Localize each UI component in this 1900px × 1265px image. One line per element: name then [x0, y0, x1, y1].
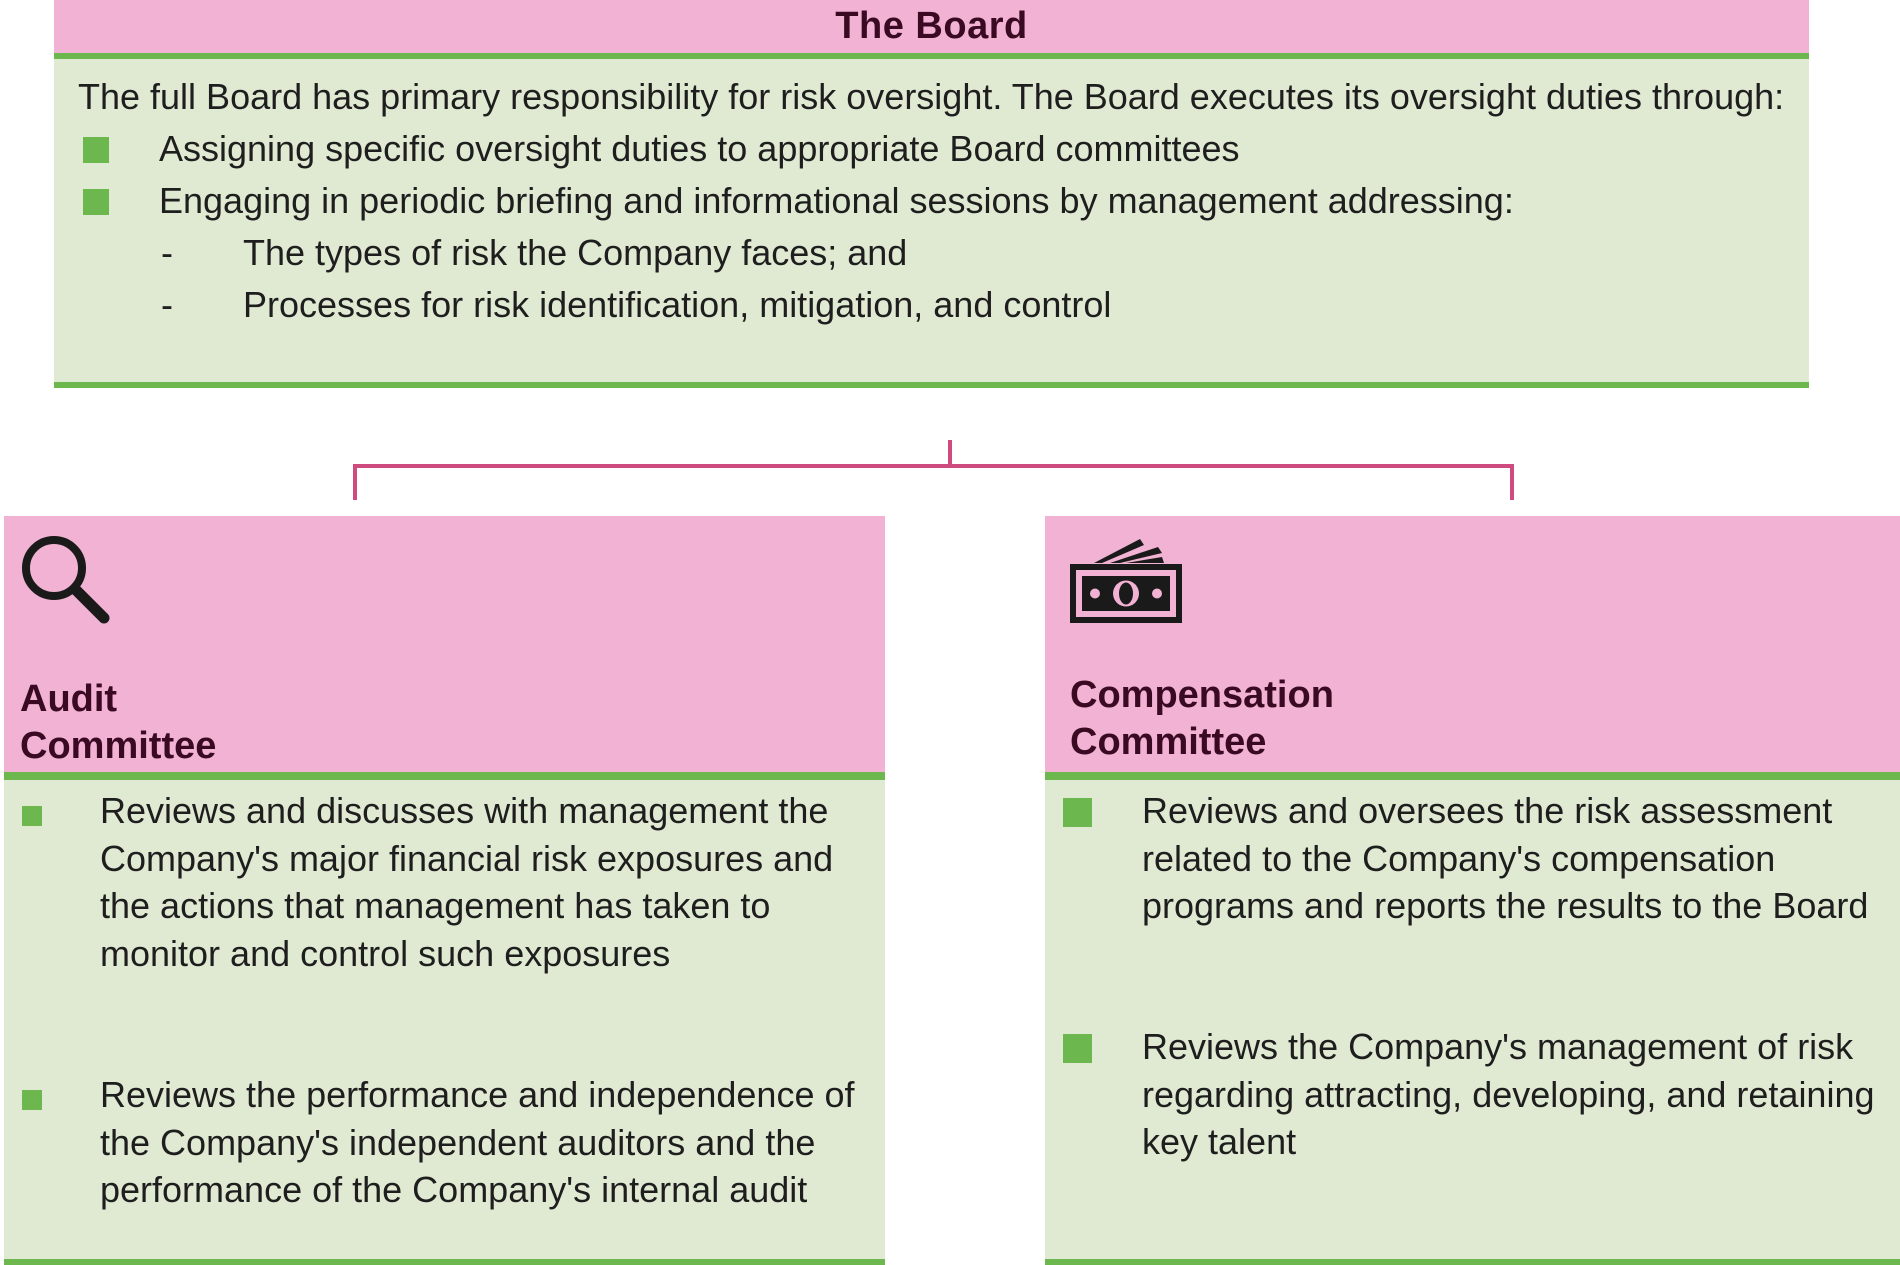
- board-subitem: - The types of risk the Company faces; a…: [78, 227, 1785, 279]
- bullet-square-icon: [1063, 798, 1092, 827]
- compensation-committee-body: Reviews and oversees the risk assessment…: [1045, 780, 1900, 1265]
- compensation-item-text: Reviews and oversees the risk assessment…: [1142, 790, 1869, 926]
- hierarchy-connector: [353, 440, 1514, 500]
- audit-item-text: Reviews and discusses with management th…: [100, 790, 834, 974]
- board-item-text: Assigning specific oversight duties to a…: [159, 128, 1240, 169]
- audit-committee-header: Audit Committee: [4, 516, 885, 780]
- compensation-committee-header: Compensation Committee: [1045, 516, 1900, 780]
- audit-item-text: Reviews the performance and independence…: [100, 1074, 855, 1210]
- money-icon: [1070, 539, 1182, 623]
- board-subitem: - Processes for risk identification, mit…: [78, 279, 1785, 331]
- bullet-square-icon: [83, 189, 109, 215]
- board-subitem-text: Processes for risk identification, mitig…: [243, 284, 1112, 325]
- board-title: The Board: [835, 5, 1028, 47]
- bullet-square-icon: [83, 137, 109, 163]
- dash-marker: -: [161, 284, 173, 325]
- board-item: Engaging in periodic briefing and inform…: [78, 175, 1785, 227]
- board-item: Assigning specific oversight duties to a…: [78, 123, 1785, 175]
- audit-committee-title: Audit Committee: [20, 678, 217, 767]
- board-subitem-text: The types of risk the Company faces; and: [243, 232, 908, 273]
- dash-marker: -: [161, 232, 173, 273]
- bullet-square-icon: [22, 1090, 42, 1110]
- board-header: The Board: [54, 0, 1809, 59]
- bullet-square-icon: [1063, 1034, 1092, 1063]
- compensation-item-text: Reviews the Company's management of risk…: [1142, 1026, 1875, 1162]
- board-body: The full Board has primary responsibilit…: [54, 59, 1809, 388]
- board-item-text: Engaging in periodic briefing and inform…: [159, 180, 1514, 221]
- compensation-committee-title: Compensation Committee: [1070, 674, 1334, 763]
- bullet-square-icon: [22, 806, 42, 826]
- board-intro: The full Board has primary responsibilit…: [78, 76, 1785, 117]
- magnifier-icon: [22, 536, 110, 624]
- audit-committee-body: Reviews and discusses with management th…: [4, 780, 885, 1265]
